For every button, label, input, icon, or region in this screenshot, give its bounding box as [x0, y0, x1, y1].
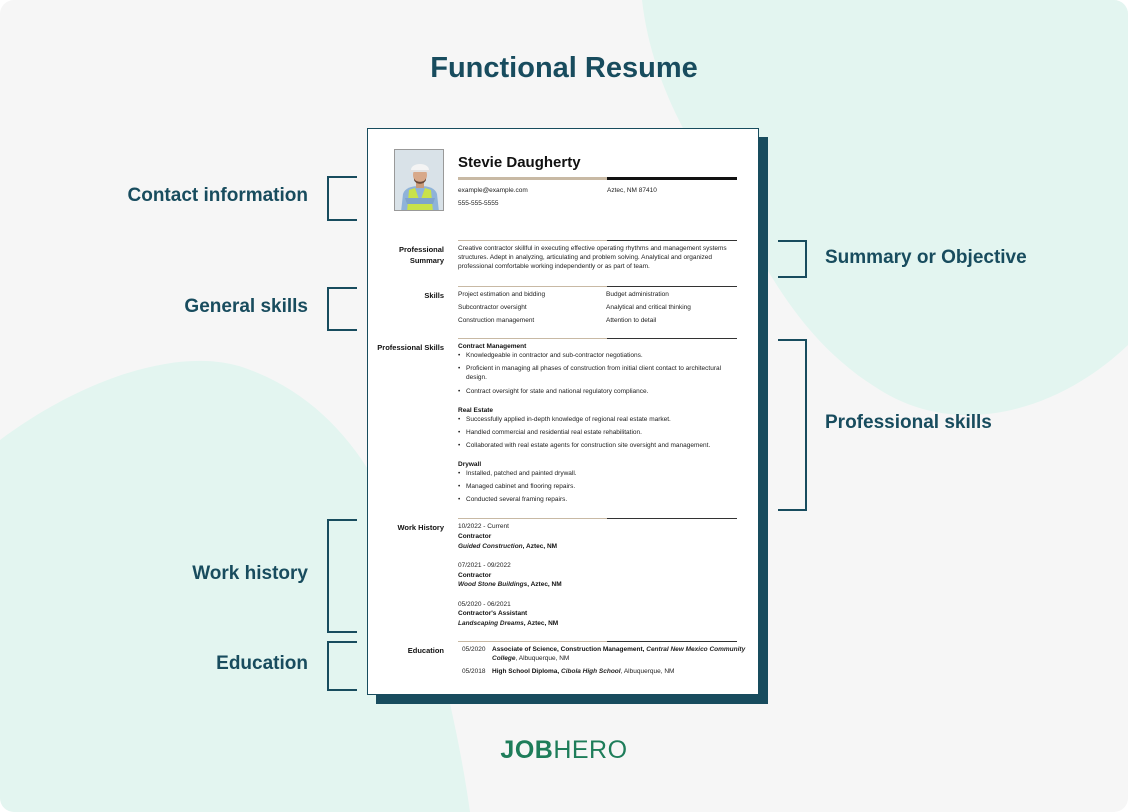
job-place: , Aztec, NM: [527, 581, 562, 588]
pro-bullet: Installed, patched and painted drywall.: [458, 469, 738, 478]
edu-rule-tan: [458, 641, 607, 642]
edu-place: , Albuquerque, NM: [620, 668, 675, 675]
job-employer: Landscaping Dreams, Aztec, NM: [458, 619, 558, 628]
resume-location: Aztec, NM 87410: [607, 187, 657, 194]
profile-photo: [394, 149, 444, 211]
job-employer: Wood Stone Buildings, Aztec, NM: [458, 580, 562, 589]
pro-bullet: Proficient in managing all phases of con…: [458, 364, 738, 382]
logo-light: HERO: [553, 736, 628, 764]
label-summary-or-objective: Summary or Objective: [825, 247, 1027, 268]
skills-section-title: Skills: [424, 291, 444, 300]
pro-bullet: Knowledgeable in contractor and sub-cont…: [458, 351, 738, 360]
skills-rule-tan: [458, 286, 607, 287]
edu-section-title: Education: [407, 646, 444, 655]
work-rule-dark: [607, 518, 737, 519]
skills-rule-dark: [607, 286, 737, 287]
edu-entry: High School Diploma, Cibola High School,…: [492, 667, 674, 676]
summary-title-line-1: Professional: [398, 245, 444, 254]
bracket-work-history: [327, 519, 357, 633]
pro-bullet: Collaborated with real estate agents for…: [458, 441, 738, 450]
job-place: , Aztec, NM: [522, 543, 558, 550]
pro-skills-rule-tan: [458, 338, 607, 339]
job-role: Contractor: [458, 533, 492, 540]
bracket-summary: [778, 240, 807, 278]
pro-group-title: Contract Management: [458, 343, 527, 350]
job-dates: 10/2022 - Current: [458, 523, 509, 530]
label-education: Education: [216, 653, 308, 674]
pro-skills-rule-dark: [607, 338, 737, 339]
blob-top-right: [642, 0, 1128, 416]
bracket-professional-skills: [778, 339, 807, 511]
resume-document: Stevie Daugherty example@example.com Azt…: [367, 128, 759, 695]
work-rule-tan: [458, 518, 607, 519]
summary-title-line-2: Summary: [409, 256, 444, 265]
bracket-contact-information: [327, 176, 357, 221]
pro-bullet: Managed cabinet and flooring repairs.: [458, 482, 738, 491]
label-work-history: Work history: [192, 563, 308, 584]
pro-group-title: Drywall: [458, 461, 482, 468]
job-company: Wood Stone Buildings: [458, 581, 528, 588]
jobhero-logo: JOBHERO: [0, 736, 1128, 765]
skill-item: Project estimation and bidding: [458, 291, 546, 298]
summary-rule-tan: [458, 240, 607, 241]
edu-school-cont: College: [492, 655, 516, 662]
name-underline-tan: [458, 177, 607, 180]
resume-name: Stevie Daugherty: [458, 154, 581, 171]
pro-skills-section-title: Professional Skills: [377, 343, 444, 352]
logo-strong: JOB: [500, 736, 554, 764]
skill-item: Budget administration: [606, 291, 669, 298]
edu-date: 05/2020: [462, 646, 486, 653]
label-general-skills: General skills: [184, 296, 308, 317]
label-professional-skills: Professional skills: [825, 412, 992, 433]
edu-rule-dark: [607, 641, 737, 642]
summary-section-title: Professional Summary: [368, 244, 444, 266]
job-role: Contractor: [458, 572, 492, 579]
resume-email: example@example.com: [458, 187, 528, 194]
edu-place: , Albuquerque, NM: [515, 655, 570, 662]
resume-phone: 555-555-5555: [458, 200, 499, 207]
edu-degree: High School Diploma: [492, 668, 558, 675]
edu-entry-cont: College, Albuquerque, NM: [492, 654, 569, 663]
job-dates: 07/2021 - 09/2022: [458, 562, 511, 569]
skill-item: Subcontractor oversight: [458, 304, 527, 311]
edu-school: Cibola High School: [561, 668, 621, 675]
skill-item: Construction management: [458, 317, 535, 324]
pro-group-title: Real Estate: [458, 407, 494, 414]
work-section-title: Work History: [397, 523, 444, 532]
pro-bullet: Conducted several framing repairs.: [458, 495, 738, 504]
job-company: Landscaping Dreams: [458, 620, 524, 627]
edu-entry: Associate of Science, Construction Manag…: [492, 645, 745, 654]
blob-bottom-left: [0, 360, 470, 812]
label-contact-information: Contact information: [127, 185, 309, 206]
edu-separator: ,: [642, 646, 647, 653]
pro-bullet: Contract oversight for state and nationa…: [458, 387, 738, 396]
job-role: Contractor's Assistant: [458, 610, 528, 617]
edu-degree: Associate of Science, Construction Manag…: [492, 646, 643, 653]
edu-separator: ,: [557, 668, 561, 675]
pro-bullet: Successfully applied in-depth knowledge …: [458, 415, 738, 424]
skill-item: Attention to detail: [606, 317, 657, 324]
edu-date: 05/2018: [462, 668, 486, 675]
job-place: , Aztec, NM: [523, 620, 559, 627]
edu-school: Central New Mexico Community: [646, 646, 746, 653]
skill-item: Analytical and critical thinking: [606, 304, 691, 311]
name-underline-dark: [607, 177, 737, 180]
bracket-general-skills: [327, 287, 357, 331]
job-employer: Guided Construction, Aztec, NM: [458, 542, 557, 551]
summary-rule-dark: [607, 240, 737, 241]
summary-text: Creative contractor skillful in executin…: [458, 245, 727, 270]
job-dates: 05/2020 - 06/2021: [458, 601, 511, 608]
bracket-education: [327, 641, 357, 691]
page-title: Functional Resume: [430, 52, 698, 84]
pro-bullet: Handled commercial and residential real …: [458, 428, 738, 437]
job-company: Guided Construction: [458, 543, 523, 550]
